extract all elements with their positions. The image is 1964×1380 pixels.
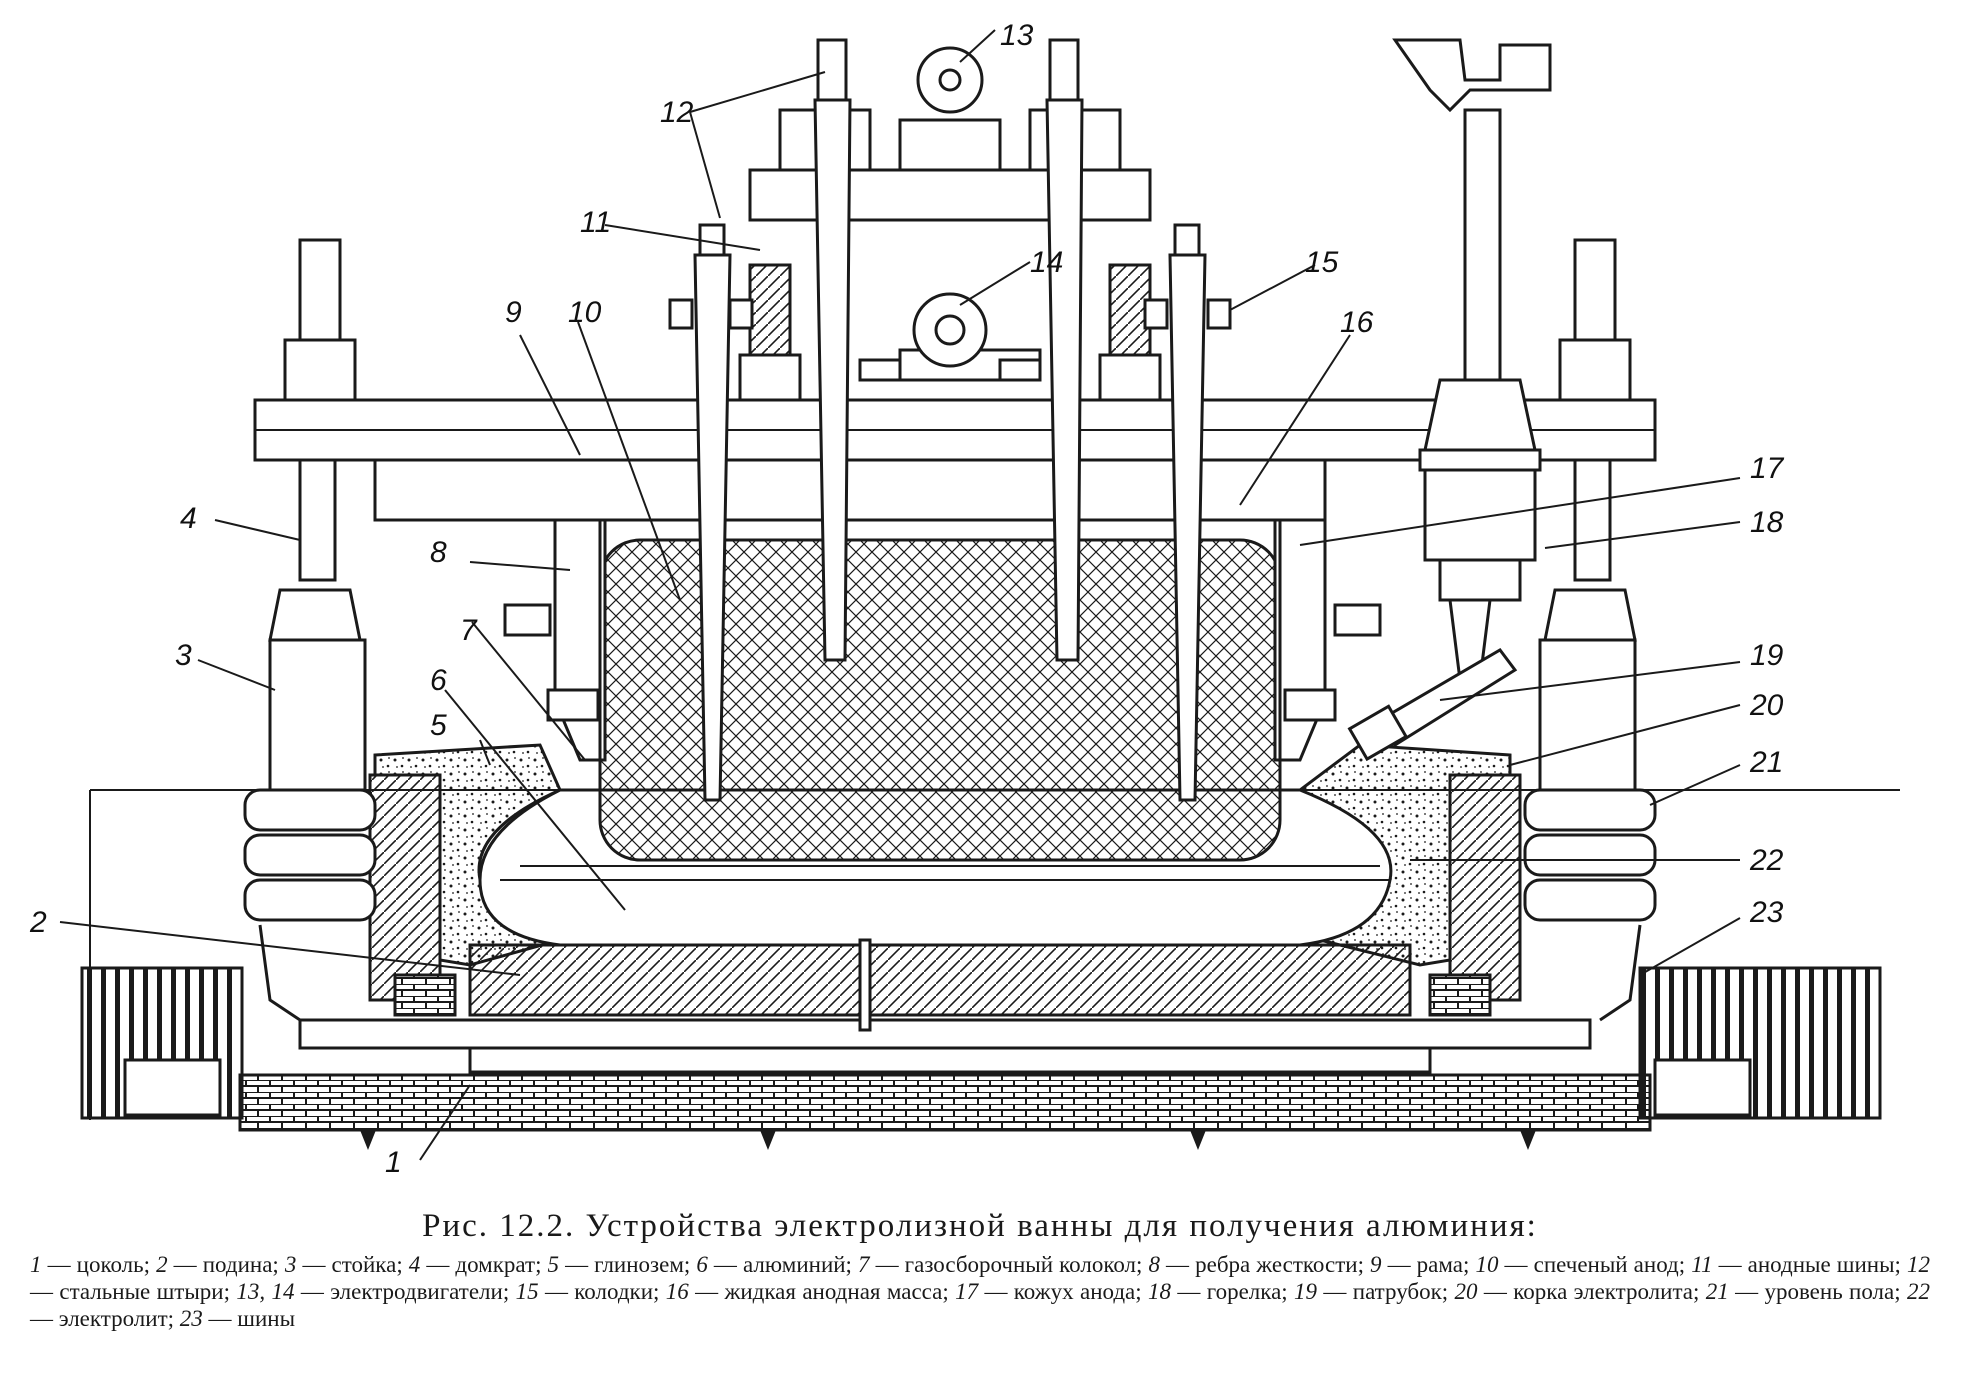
callout-10: 10 <box>568 296 602 329</box>
callout-6: 6 <box>430 664 447 697</box>
legend-item: 5 — глинозем; <box>548 1252 697 1277</box>
legend-item-text: — подина; <box>167 1252 285 1277</box>
callout-7: 7 <box>460 614 478 647</box>
legend-item: 10 — спеченый анод; <box>1475 1252 1691 1277</box>
callout-17: 17 <box>1750 452 1785 485</box>
legend-item-number: 9 <box>1370 1252 1382 1277</box>
legend-item-text: — жидкая анодная масса; <box>688 1279 956 1304</box>
legend-item-number: 11 <box>1691 1252 1713 1277</box>
electrolysis-cell-diagram: 13 12 11 14 15 9 10 16 17 18 4 8 7 3 6 5… <box>29 19 1900 1179</box>
legend-item: 7 — газосборочный колокол; <box>858 1252 1148 1277</box>
legend-item-number: 15 <box>515 1279 539 1304</box>
legend-item: 9 — рама; <box>1370 1252 1475 1277</box>
legend-item: 23 — шины <box>180 1306 295 1331</box>
legend-item: 18 — горелка; <box>1148 1279 1294 1304</box>
callout-19: 19 <box>1750 639 1784 672</box>
legend-item-number: 12 <box>1906 1252 1930 1277</box>
callout-9: 9 <box>505 296 522 329</box>
legend-item: 16 — жидкая анодная масса; <box>666 1279 955 1304</box>
caption-title: Рис. 12.2. Устройства электролизной ванн… <box>422 1208 1538 1244</box>
legend-item-text: — спеченый анод; <box>1498 1252 1692 1277</box>
legend-item: 8 — ребра жесткости; <box>1148 1252 1370 1277</box>
legend-item-text: — глинозем; <box>559 1252 697 1277</box>
callout-14: 14 <box>1030 246 1063 279</box>
legend-item-text: — стальные штыри; <box>30 1279 237 1304</box>
callout-2: 2 <box>29 906 47 939</box>
legend-item-number: 21 <box>1705 1279 1729 1304</box>
legend-item: 19 — патрубок; <box>1294 1279 1454 1304</box>
legend-item-number: 1 <box>30 1252 42 1277</box>
callout-20: 20 <box>1749 689 1784 722</box>
legend-item-text: — уровень пола; <box>1728 1279 1907 1304</box>
legend-item-text: — алюминий; <box>707 1252 859 1277</box>
figure-caption: Рис. 12.2. Устройства электролизной ванн… <box>20 1208 1940 1332</box>
callout-15: 15 <box>1305 246 1339 279</box>
legend-item-number: 13, 14 <box>236 1279 295 1304</box>
legend-item-number: 17 <box>955 1279 979 1304</box>
legend-item: 17 — кожух анода; <box>955 1279 1148 1304</box>
callout-13: 13 <box>1000 19 1034 52</box>
legend-item-text: — рама; <box>1381 1252 1476 1277</box>
legend-item: 21 — уровень пола; <box>1706 1279 1907 1304</box>
legend-item-number: 8 <box>1148 1252 1160 1277</box>
legend-item-number: 3 <box>284 1252 297 1277</box>
legend-item: 11 — анодные шины; <box>1691 1252 1907 1277</box>
legend-item: 13, 14 — электродвигатели; <box>236 1279 515 1304</box>
legend-item-text: — анодные шины; <box>1712 1252 1907 1277</box>
legend-item-number: 10 <box>1475 1252 1499 1277</box>
legend-item-text: — электролит; <box>30 1306 180 1331</box>
legend-item-text: — электродвигатели; <box>294 1279 516 1304</box>
legend-item: 1 — цоколь; <box>30 1252 156 1277</box>
legend-item-text: — горелка; <box>1171 1279 1295 1304</box>
legend-item: 4 — домкрат; <box>409 1252 548 1277</box>
legend-item: 15 — колодки; <box>516 1279 666 1304</box>
legend-item-text: — стойка; <box>296 1252 409 1277</box>
legend-item-number: 18 <box>1148 1279 1171 1304</box>
legend-item-text: — газосборочный колокол; <box>869 1252 1149 1277</box>
legend-item: 6 — алюминий; <box>696 1252 858 1277</box>
legend-item-text: — цоколь; <box>41 1252 157 1277</box>
legend-item-text: — кожух анода; <box>978 1279 1148 1304</box>
callout-3: 3 <box>175 639 192 672</box>
caption-legend: 1 — цоколь; 2 — подина; 3 — стойка; 4 — … <box>20 1251 1940 1332</box>
callout-18: 18 <box>1750 506 1784 539</box>
callout-1: 1 <box>385 1146 402 1179</box>
callout-22: 22 <box>1749 844 1784 877</box>
legend-item-number: 4 <box>408 1252 421 1277</box>
legend-item-number: 19 <box>1294 1279 1318 1304</box>
legend-item-text: — домкрат; <box>420 1252 548 1277</box>
legend-item-number: 2 <box>156 1252 168 1277</box>
legend-item-text: — колодки; <box>538 1279 666 1304</box>
legend-item-number: 7 <box>858 1252 870 1277</box>
legend-item-number: 6 <box>696 1252 708 1277</box>
callout-5: 5 <box>430 709 447 742</box>
legend-item: 3 — стойка; <box>285 1252 409 1277</box>
callout-21: 21 <box>1749 746 1783 779</box>
callout-12: 12 <box>660 96 694 129</box>
legend-item-number: 16 <box>665 1279 689 1304</box>
legend-item-number: 5 <box>547 1252 560 1277</box>
callout-16: 16 <box>1340 306 1374 339</box>
legend-item: 2 — подина; <box>156 1252 285 1277</box>
legend-item-text: — шины <box>202 1306 296 1331</box>
callout-11: 11 <box>580 206 611 239</box>
legend-item-text: — патрубок; <box>1317 1279 1455 1304</box>
legend-item: 22 — электролит; <box>30 1279 1930 1331</box>
callout-23: 23 <box>1749 896 1784 929</box>
legend-item: 12 — стальные штыри; <box>30 1252 1930 1304</box>
callout-4: 4 <box>180 502 197 535</box>
legend-item-number: 20 <box>1454 1279 1478 1304</box>
legend-item: 20 — корка электролита; <box>1455 1279 1706 1304</box>
legend-item-text: — корка электролита; <box>1477 1279 1706 1304</box>
legend-item-number: 23 <box>179 1306 203 1331</box>
legend-item-text: — ребра жесткости; <box>1159 1252 1371 1277</box>
legend-item-number: 22 <box>1906 1279 1930 1304</box>
callout-8: 8 <box>430 536 447 569</box>
